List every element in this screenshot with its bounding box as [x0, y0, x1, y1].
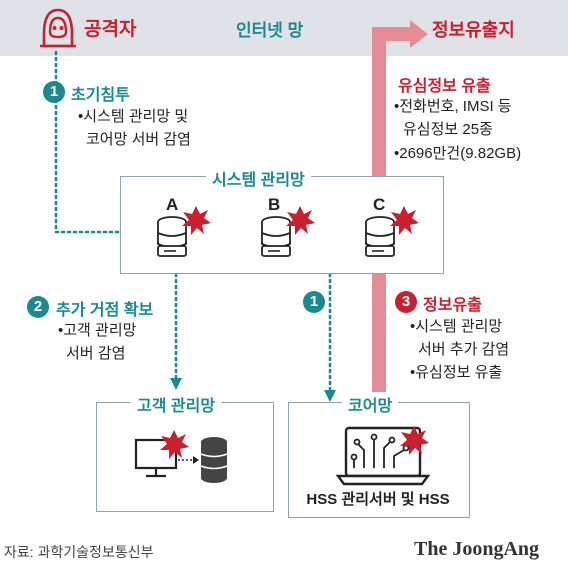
step2-line-1: •고객 관리망: [58, 322, 137, 339]
step3-line-1: •시스템 관리망: [410, 318, 503, 335]
hacker-icon: [40, 8, 76, 48]
step3-title: 정보유출: [423, 297, 482, 314]
step1-line-2: 코어망 서버 감염: [86, 131, 191, 148]
step1b-badge: 1: [303, 291, 325, 313]
hss-laptop-group: [335, 426, 431, 486]
attacker-label: 공격자: [84, 19, 137, 40]
step2-badge: 2: [27, 296, 49, 318]
server-a-label: A: [166, 195, 179, 214]
leak-info-line-2: 유심정보 25종: [403, 121, 493, 138]
core-net-title: 코어망: [342, 392, 399, 416]
step1-line-1: •시스템 관리망 및: [78, 108, 189, 125]
server-b-label: B: [268, 195, 281, 214]
step2-title: 추가 거점 확보: [56, 302, 154, 319]
database-icon: [200, 437, 228, 483]
customer-net-title: 고객 관리망: [131, 392, 222, 416]
step2-line-2: 서버 감염: [66, 345, 126, 362]
step3-line-3: •유심정보 유출: [410, 364, 503, 381]
internet-label: 인터넷 망: [236, 21, 304, 40]
top-bar: [0, 0, 568, 56]
core-burst-icon: [400, 426, 429, 455]
source-label: 자료: 과학기술정보통신부: [4, 544, 154, 560]
system-net-title: 시스템 관리망: [206, 166, 311, 190]
core-net-caption: HSS 관리서버 및 HSS: [306, 491, 450, 508]
leak-info-line-1: •전화번호, IMSI 등: [394, 98, 512, 115]
step3-line-2: 서버 추가 감염: [418, 341, 510, 358]
server-b-icon: [261, 216, 291, 257]
customer-burst-icon: [160, 430, 189, 459]
server-c-label: C: [373, 195, 386, 214]
arrowhead-core: [324, 390, 336, 402]
step1-badge: 1: [43, 81, 65, 103]
circuit-icon: [350, 433, 410, 468]
connector-attacker-to-a: [54, 50, 150, 234]
step1-title: 초기침투: [71, 87, 130, 104]
leak-destination-label: 정보유출지: [432, 20, 515, 40]
arrowhead-customer: [170, 378, 182, 390]
brand-logo: The JoongAng: [414, 538, 540, 560]
leak-path-top: [372, 27, 412, 41]
leak-info-title: 유심정보 유출: [398, 78, 491, 95]
server-c-icon: [365, 216, 395, 257]
customer-server-group: [134, 430, 228, 483]
leak-info-line-3: •2696만건(9.82GB): [394, 145, 522, 162]
server-a-icon: [157, 216, 187, 257]
leak-path-arrowhead: [410, 20, 428, 48]
step3-badge: 3: [395, 291, 417, 313]
